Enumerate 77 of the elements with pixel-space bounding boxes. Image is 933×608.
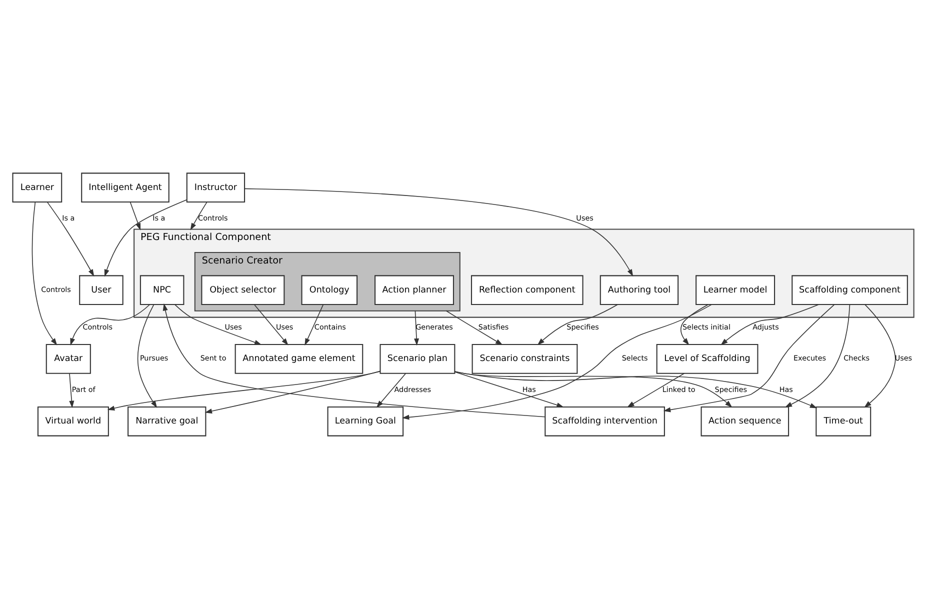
arrow	[70, 304, 150, 346]
edge-label: Contains	[314, 322, 346, 331]
node-box: Annotated game element	[234, 344, 364, 374]
arrow	[130, 201, 141, 230]
node-box: Intelligent Agent	[81, 172, 170, 202]
arrow	[414, 310, 420, 346]
edge-label: Adjusts	[752, 322, 779, 331]
node-box: Scaffolding intervention	[544, 406, 665, 436]
node-box: Reflection component	[470, 274, 584, 305]
arrow	[104, 198, 188, 276]
node-box: Action sequence	[700, 406, 790, 436]
arrow	[454, 370, 818, 408]
edge-label: Uses	[224, 322, 242, 331]
arrow	[627, 372, 685, 407]
arrow	[244, 188, 634, 276]
node-box: Instructor	[186, 172, 246, 202]
edge-label: Selects	[622, 353, 648, 362]
edge-label: Is a	[152, 213, 166, 222]
arrow	[446, 310, 503, 345]
arrow	[254, 304, 288, 345]
edge-label: Specifies	[566, 322, 599, 331]
edge-label: Pursues	[140, 353, 168, 362]
edge-label: Uses	[894, 353, 912, 362]
arrow	[46, 201, 94, 276]
node-box: Action planner	[374, 274, 454, 305]
edge-label: Controls	[41, 284, 71, 294]
arrow	[537, 304, 618, 345]
edge-label: Satisfies	[478, 322, 509, 331]
edge-label: Has	[779, 384, 793, 394]
arrow	[784, 304, 850, 407]
edge-label: Linked to	[662, 384, 696, 394]
node-box: Authoring tool	[600, 274, 679, 305]
arrow	[174, 304, 262, 344]
node-box: Avatar	[46, 344, 91, 374]
edge-label: Specifies	[714, 384, 747, 394]
node-box: Object selector	[201, 274, 285, 305]
edge-label: Sent to	[200, 353, 226, 362]
arrow	[162, 302, 546, 417]
edge-label: Addresses	[394, 384, 432, 394]
arrow	[720, 304, 820, 345]
arrow	[663, 304, 835, 412]
node-box: Scaffolding component	[792, 274, 908, 305]
arrow	[204, 370, 381, 414]
edge-label: Generates	[416, 322, 453, 331]
edge-label: Executes	[794, 353, 826, 362]
node-box: Virtual world	[37, 406, 109, 436]
edge-label: Has	[522, 384, 536, 394]
arrow	[864, 304, 896, 408]
edge-label: Uses	[276, 322, 294, 331]
node-box: Learner	[12, 172, 62, 202]
node-box: Scenario plan	[380, 344, 456, 374]
node-box: NPC	[140, 274, 184, 305]
node-box: Narrative goal	[128, 406, 206, 436]
arrow	[107, 370, 381, 410]
node-box: Time-out	[816, 406, 872, 436]
arrow	[454, 370, 732, 407]
edge-label: Uses	[576, 213, 594, 222]
node-box: Level of Scaffolding	[656, 344, 758, 374]
edge-label: Checks	[844, 353, 870, 362]
node-box: Learner model	[696, 274, 776, 305]
edge-label: Controls	[82, 322, 112, 331]
node-box: Learning Goal	[327, 406, 404, 436]
arrow	[190, 201, 208, 230]
node-box: Ontology	[301, 274, 358, 305]
edge-label: Is a	[62, 213, 75, 222]
node-box: Scenario constraints	[472, 344, 578, 374]
node-box: User	[79, 274, 124, 305]
arrow	[680, 304, 709, 345]
arrow	[69, 372, 74, 408]
arrow	[137, 304, 158, 408]
arrow	[402, 304, 712, 420]
edge-label: Part of	[72, 384, 96, 394]
arrow	[32, 201, 58, 345]
edge-label: Selects initial	[682, 322, 730, 331]
edge-label: Controls	[198, 213, 228, 222]
arrow	[454, 370, 564, 407]
arrow	[304, 304, 324, 346]
